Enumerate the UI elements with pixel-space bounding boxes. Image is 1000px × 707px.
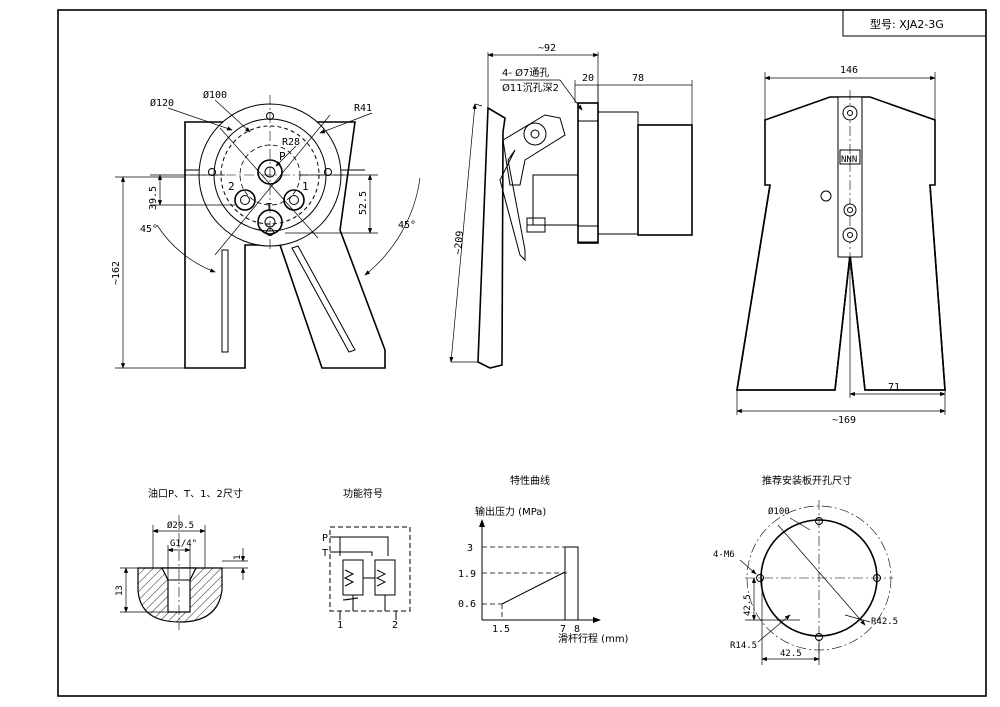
mark-nn: NNN	[841, 155, 857, 165]
curve-x7: 7	[560, 624, 566, 635]
label-d100: Ø100	[203, 89, 227, 101]
label-port-t: T	[266, 202, 272, 213]
curve-title: 特性曲线	[510, 474, 550, 487]
model-label: 型号: XJA2-3G	[870, 17, 944, 31]
symbol-label-1: 1	[337, 620, 343, 631]
curve-y3: 3	[467, 543, 473, 554]
label-w71: 71	[888, 382, 900, 393]
pedal-hole-top	[842, 105, 858, 121]
curve-ylabel: 输出压力 (MPa)	[475, 505, 546, 518]
label-holes-counterbore: Ø11沉孔深2	[502, 81, 559, 94]
panel-label-m6: 4-M6	[713, 550, 735, 560]
label-d39-5: 39.5	[148, 186, 159, 210]
label-holes-through: 4- Ø7通孔	[502, 67, 549, 79]
curve-y19: 1.9	[458, 569, 476, 580]
label-d13: 13	[115, 585, 125, 596]
curve-x15: 1.5	[492, 624, 510, 635]
right-slot	[291, 245, 356, 353]
port-section-title: 油口P、T、1、2尺寸	[148, 487, 243, 500]
label-d1: 1	[233, 555, 243, 560]
label-w169: ~169	[832, 415, 856, 426]
side-flange	[577, 102, 599, 244]
label-d52-5: 52.5	[358, 191, 369, 215]
curve-xlabel: 滑杆行程 (mm)	[558, 632, 629, 645]
frame-border	[57, 9, 987, 697]
side-lever-arm	[502, 114, 566, 186]
panel-label-42-5-vertical: 42.5	[743, 594, 753, 616]
side-pedal	[477, 106, 506, 369]
label-port-p: P	[279, 150, 286, 163]
label-h162: ~162	[111, 261, 122, 285]
label-port-1: 1	[302, 180, 309, 193]
front-base-plate	[184, 121, 386, 369]
left-slot	[221, 249, 229, 353]
panel-label-42-5-horizontal: 42.5	[780, 649, 802, 659]
label-w92: ~92	[538, 43, 556, 54]
label-r28: R28	[282, 137, 300, 148]
label-w20: 20	[582, 73, 594, 84]
label-port-2: 2	[228, 180, 235, 193]
port-section: 油口P、T、1、2尺寸 Ø20.5 G1/4" 1 13	[115, 487, 248, 630]
port-2-outer	[234, 189, 256, 211]
symbol-label-p: P	[322, 533, 328, 544]
function-symbol: 功能符号 P T 1 2	[322, 487, 411, 631]
side-cylinder	[637, 124, 693, 236]
label-h209: ~209	[453, 230, 466, 255]
front-view: Ø120 Ø100 R41 R28 P 2 1 T 39.5 52.5 45° …	[111, 89, 421, 369]
panel-label-r42-5: R42.5	[871, 617, 898, 627]
panel-label-r14-5: R14.5	[730, 641, 757, 651]
label-w78: 78	[632, 73, 644, 84]
characteristic-curve: 特性曲线 输出压力 (MPa) 3 1.9 0.6 1.5 7 8 滑杆行程 (…	[458, 474, 629, 645]
symbol-title: 功能符号	[343, 487, 383, 500]
title-block	[842, 9, 987, 37]
label-r41: R41	[354, 103, 372, 114]
mounting-panel: 推荐安装板开孔尺寸 Ø100 4-M6 R42.5 42.5 42.5 R14.…	[713, 474, 898, 665]
mount-hole-left	[208, 168, 216, 176]
label-g14: G1/4"	[170, 539, 197, 549]
symbol-label-t: T	[322, 548, 328, 559]
label-d20-5: Ø20.5	[167, 520, 194, 531]
pedal-hole-bottom	[842, 227, 858, 243]
label-d120: Ø120	[150, 97, 174, 109]
label-w146: 146	[840, 65, 858, 76]
pedal-view: NNN 146 71 ~169	[736, 65, 946, 426]
panel-title: 推荐安装板开孔尺寸	[762, 474, 852, 487]
label-45-left: 45°	[140, 224, 158, 235]
label-45-right: 45°	[398, 220, 416, 231]
curve-x8: 8	[574, 624, 580, 635]
curve-y06: 0.6	[458, 599, 476, 610]
symbol-label-2: 2	[392, 620, 398, 631]
side-view: ~92 20 78 4- Ø7通孔 Ø11沉孔深2 ~209	[449, 43, 693, 369]
panel-label-d100: Ø100	[768, 506, 790, 517]
curve-line	[501, 546, 579, 621]
mount-hole-right	[324, 168, 332, 176]
